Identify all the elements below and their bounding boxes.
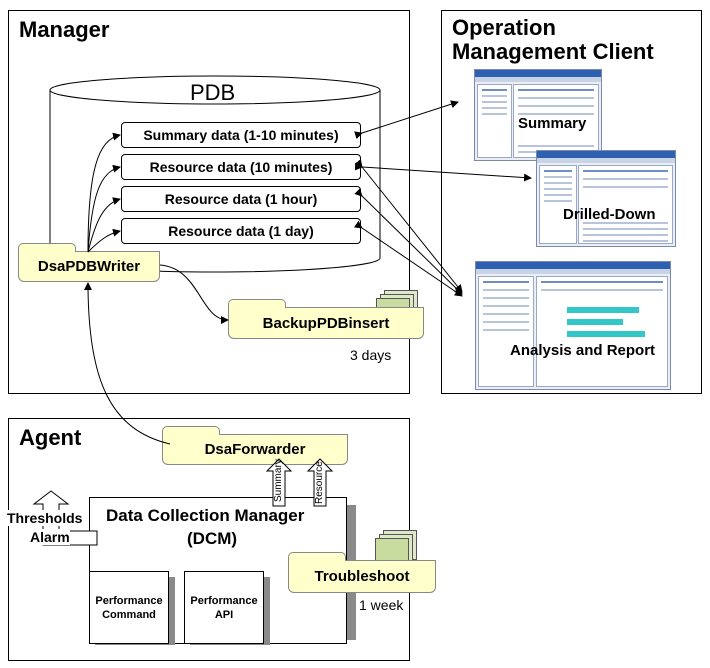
performance-command-line1: Performance xyxy=(95,594,163,607)
backup-retention-note: 3 days xyxy=(350,347,392,363)
client-title-line1: Operation xyxy=(452,15,556,40)
pdb-row-summary: Summary data (1-10 minutes) xyxy=(121,122,361,148)
backuppdbinsert-folder: BackupPDBinsert xyxy=(228,299,424,339)
dsaforwarder-folder: DsaForwarder xyxy=(162,426,348,465)
performance-api-line1: Performance xyxy=(190,594,258,607)
performance-command-line2: Command xyxy=(102,608,156,621)
agent-title: Agent xyxy=(19,425,82,450)
dcm-title-line1: Data Collection Manager xyxy=(106,506,305,525)
dcm-title-line2: (DCM) xyxy=(187,529,238,548)
drilled-down-screen-label: Drilled-Down xyxy=(563,206,656,223)
troubleshoot-retention-note: 1 week xyxy=(359,597,404,613)
summary-screen-label: Summary xyxy=(518,115,587,132)
pdb-row-resource-1hour: Resource data (1 hour) xyxy=(121,186,361,212)
performance-api-line2: API xyxy=(214,608,234,621)
client-title-line2: Management Client xyxy=(452,39,654,64)
drilled-down-screenshot xyxy=(536,150,676,247)
performance-command-box: Performance Command xyxy=(89,571,169,644)
performance-api-box: Performance API xyxy=(184,571,264,644)
pdb-row-resource-10min: Resource data (10 minutes) xyxy=(121,154,361,180)
pdb-label: PDB xyxy=(190,80,236,105)
analysis-report-screenshot xyxy=(475,261,671,390)
thresholds-label-line1: Thresholds xyxy=(7,510,83,526)
thresholds-label-line2: Alarm xyxy=(30,529,70,545)
troubleshoot-folder: Troubleshoot xyxy=(288,552,436,593)
analysis-report-screen-label: Analysis and Report xyxy=(510,342,656,359)
manager-title: Manager xyxy=(19,17,110,42)
dsapdbwriter-folder: DsaPDBWriter xyxy=(18,243,160,282)
pdb-row-resource-1day: Resource data (1 day) xyxy=(121,218,361,244)
